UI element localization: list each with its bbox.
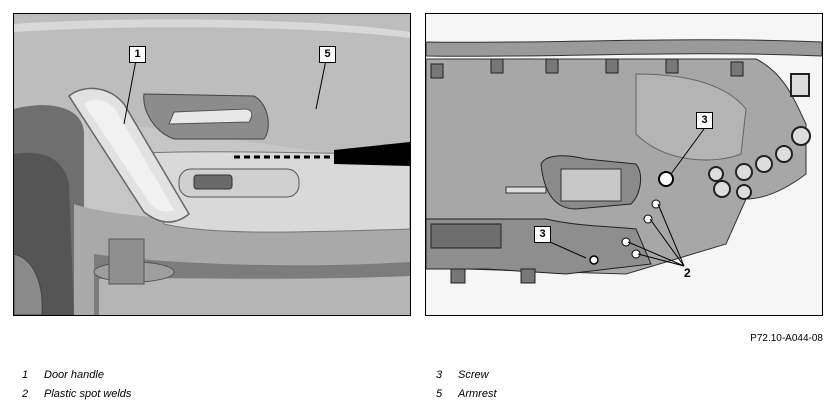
legend-item-door-handle: 1 Door handle bbox=[22, 369, 222, 383]
figure-reference: P72.10-A044-08 bbox=[750, 333, 823, 344]
legend-number: 5 bbox=[436, 388, 443, 400]
trim-reverse-detail: 3 3 2 bbox=[425, 13, 823, 316]
legend-text: Door handle bbox=[44, 369, 104, 381]
legend-item-screw: 3 Screw bbox=[436, 369, 636, 383]
trim-reverse-drawing bbox=[426, 14, 822, 315]
legend-text: Screw bbox=[458, 369, 489, 381]
legend-item-plastic-spot-welds: 2 Plastic spot welds bbox=[22, 388, 222, 402]
callout-screw-bottom: 3 bbox=[534, 226, 551, 243]
legend-number: 3 bbox=[436, 369, 443, 381]
door-trim-drawing bbox=[14, 14, 410, 315]
legend-text: Armrest bbox=[458, 388, 497, 400]
legend-number: 2 bbox=[22, 388, 29, 400]
legend-text: Plastic spot welds bbox=[44, 388, 132, 400]
callout-spot-welds: 2 bbox=[684, 266, 691, 280]
callout-armrest: 5 bbox=[319, 46, 336, 63]
callout-door-handle: 1 bbox=[129, 46, 146, 63]
callout-screw-top: 3 bbox=[696, 112, 713, 129]
door-trim-illustration: 1 5 bbox=[13, 13, 411, 316]
legend-item-armrest: 5 Armrest bbox=[436, 388, 636, 402]
legend-number: 1 bbox=[22, 369, 29, 381]
